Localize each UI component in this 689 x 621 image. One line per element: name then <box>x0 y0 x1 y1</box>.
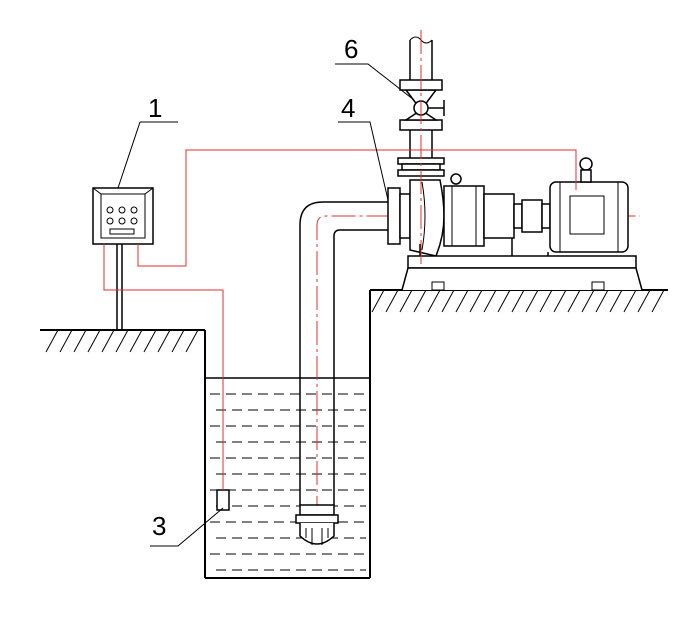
electric-motor-icon <box>549 157 629 253</box>
coupling <box>513 199 551 233</box>
base-frame <box>401 238 643 291</box>
sump-pit <box>204 290 371 579</box>
gate-valve-icon <box>399 36 445 131</box>
suction-pipe <box>299 201 640 520</box>
callout-level-sensor: 3 <box>152 511 167 541</box>
callout-valve: 6 <box>344 34 359 64</box>
foot-valve-strainer-icon <box>295 504 339 545</box>
centrifugal-pump-icon <box>387 130 515 257</box>
signal-wires <box>103 149 577 490</box>
control-box-icon <box>92 187 154 330</box>
ground-left <box>40 329 205 353</box>
leader-lines <box>117 63 415 547</box>
callout-pump: 4 <box>341 93 356 123</box>
ground-right <box>370 289 668 313</box>
level-sensor-icon <box>216 489 230 511</box>
callout-control-box: 1 <box>148 93 163 123</box>
